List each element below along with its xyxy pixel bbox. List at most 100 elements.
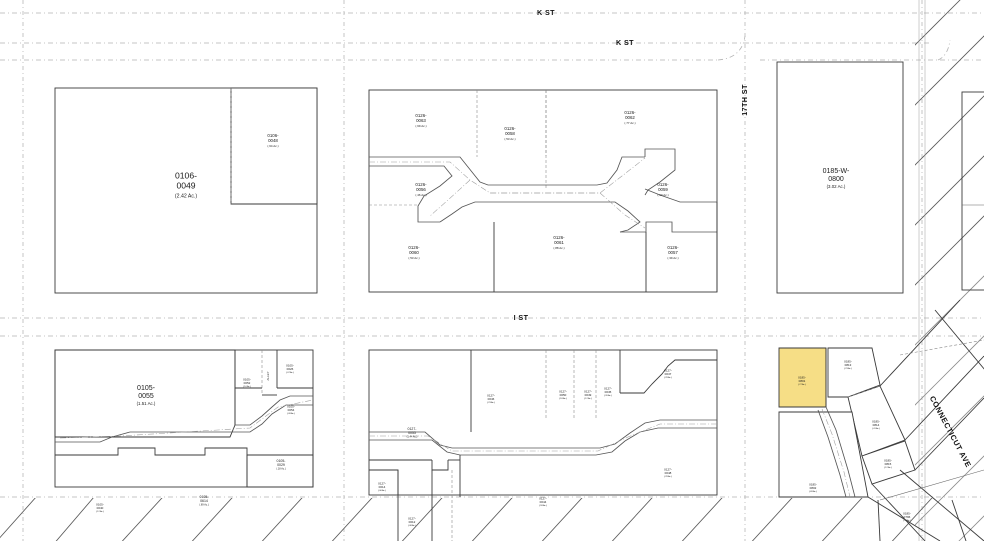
- parcel-0126-0059-acreage: (.60 Ac.): [657, 193, 668, 197]
- parcel-0185-W-0800-pin-line1: 0185-W-: [823, 168, 850, 175]
- parcel-0126-0056-pin-line2: 0056: [416, 187, 426, 192]
- block-0185-0796[interactable]: [872, 499, 967, 541]
- parcel-0127-0049-acreage: (.12 Ac.): [584, 397, 592, 400]
- parcel-0127-0012[interactable]: 0127-0012(.08 Ac.): [408, 516, 416, 527]
- parcel-0126-0059[interactable]: 0126-0059(.60 Ac.): [657, 182, 669, 197]
- parcel-0127-0014-acreage: (.06 Ac.): [378, 489, 386, 492]
- parcel-0105-0614[interactable]: 0105-0614(.69 Ac.): [199, 495, 209, 507]
- parcel-0127-0014[interactable]: 0127-0014(.06 Ac.): [378, 481, 386, 492]
- parcel-0185-0815-pin-line2: 0815: [885, 462, 892, 466]
- parcel-0185-0813-acreage: (.23 Ac.): [844, 367, 852, 370]
- alley-label-alley-lower-left: ALLEY: [266, 371, 270, 380]
- parcel-0105-0054-pin-line1: 0105-: [287, 404, 295, 408]
- parcel-0105-0026-acreage: (.07 Ac.): [286, 371, 294, 374]
- parcel-0106-0048[interactable]: 0106-0048(.64 Ac.): [267, 133, 279, 148]
- parcel-0105-0052[interactable]: 0105-0052(.10 Ac.): [243, 377, 251, 388]
- parcel-0127-0053-pin-line1: 0127-: [408, 427, 418, 431]
- parcel-0126-0061-pin-line2: 0061: [554, 240, 564, 245]
- parcel-0185-0814[interactable]: 0185-0814(.41 Ac.): [872, 419, 880, 430]
- parcel-0105-0029-pin-line1: 0105-: [277, 459, 287, 463]
- parcel-0126-0058[interactable]: 0126-0058(.53 Ac.): [504, 126, 516, 141]
- parcel-label-group[interactable]: 0106-0049(2.42 Ac.) 0106-0048(.64 Ac.) 012…: [96, 110, 911, 527]
- parcel-0126-0063-pin-line2: 0063: [416, 118, 426, 123]
- parcel-0127-0053[interactable]: 0127-0053(1.44 Ac.): [407, 427, 418, 439]
- parcel-0126-0061-acreage: (.88 Ac.): [553, 246, 564, 250]
- parcel-0105-0026[interactable]: 0105-0026(.07 Ac.): [286, 363, 294, 374]
- parcel-0106-0048-pin-line1: 0106-: [267, 133, 279, 138]
- parcel-0127-0045[interactable]: 0127-0045(.26 Ac.): [604, 386, 612, 397]
- parcel-0127-0053-pin-line2: 0053: [408, 431, 416, 435]
- street-label-i-st: I ST: [514, 313, 529, 322]
- parcel-0185-0815[interactable]: 0185-0815(.12 Ac.): [884, 458, 892, 469]
- parcel-0105-0052-pin-line1: 0105-: [243, 377, 251, 381]
- parcel-0126-0060[interactable]: 0126-0060(.53 Ac.): [408, 245, 420, 260]
- block-0185-lower[interactable]: [778, 299, 984, 541]
- block-0106[interactable]: [54, 87, 318, 294]
- parcel-0126-0062-pin-line2: 0062: [625, 115, 635, 120]
- parcel-0105-0054-pin-line2: 0054: [288, 408, 295, 412]
- parcel-0126-0057-acreage: (.39 Ac.): [667, 256, 678, 260]
- parcel-0127-0046-pin-line1: 0127-: [487, 393, 495, 397]
- parcel-0106-0049[interactable]: 0106-0049(2.42 Ac.): [175, 170, 197, 199]
- parcel-0126-0060-acreage: (.53 Ac.): [408, 256, 419, 260]
- parcel-0126-0063-pin-line1: 0126-: [415, 113, 427, 118]
- parcel-0126-0063[interactable]: 0126-0063(.69 Ac.): [415, 113, 427, 128]
- parcel-0105-0026-pin-line1: 0105-: [286, 363, 294, 367]
- parcel-0185-0814-pin-line2: 0814: [873, 423, 880, 427]
- parcel-0105-0055-pin-line2: 0055: [138, 393, 154, 400]
- parcel-0127-0012-pin-line1: 0127-: [408, 516, 416, 520]
- parcel-0127-0048[interactable]: 0127-0048(.29 Ac.): [664, 467, 672, 478]
- parcel-0105-0029[interactable]: 0105-0029(.18 Ac.): [276, 459, 286, 471]
- block-0126[interactable]: [368, 89, 718, 293]
- parcel-0127-0045-pin-line1: 0127-: [604, 386, 612, 390]
- parcel-0127-0044-pin-line2: 0044: [540, 500, 547, 504]
- parcel-0126-0056[interactable]: 0126-0056(.46 Ac.): [415, 182, 427, 197]
- parcel-0127-0047-acreage: (.29 Ac.): [664, 376, 672, 379]
- parcel-0105-0040[interactable]: 0105-0040(.12 Ac.): [96, 502, 104, 513]
- parcel-0185-0801-highlighted-pin-line2: 0801: [799, 379, 806, 383]
- parcel-0127-0049[interactable]: 0127-0049(.12 Ac.): [584, 389, 592, 400]
- parcel-0185-0802-pin-line2: 0802: [810, 486, 817, 490]
- parcel-0185-0796[interactable]: 0185-0796(.28 Ac.): [903, 511, 911, 522]
- parcel-0185-W-0800[interactable]: 0185-W-0800(3.02 Ac.): [823, 168, 850, 189]
- bottom-edge-hatch: [0, 498, 933, 541]
- parcel-0127-0048-pin-line1: 0127-: [664, 467, 672, 471]
- parcel-0126-0056-pin-line1: 0126-: [415, 182, 427, 187]
- parcel-0105-0054[interactable]: 0105-0054(.09 Ac.): [287, 404, 295, 415]
- parcel-0105-0052-pin-line2: 0052: [244, 381, 251, 385]
- parcel-0126-0062[interactable]: 0126-0062(.77 Ac.): [624, 110, 636, 125]
- parcel-0127-0047-pin-line1: 0127-: [664, 368, 672, 372]
- block-0105[interactable]: [54, 349, 314, 488]
- parcel-0105-0029-acreage: (.18 Ac.): [276, 468, 285, 471]
- parcel-0185-0801-highlighted[interactable]: 0185-0801(.27 Ac.): [798, 375, 806, 386]
- parcel-0105-0040-pin-line2: 0040: [97, 506, 104, 510]
- parcel-0126-0059-pin-line1: 0126-: [657, 182, 669, 187]
- block-0185-w-0800[interactable]: [776, 61, 904, 294]
- parcel-0127-0014-pin-line2: 0014: [379, 485, 386, 489]
- parcel-0127-0050-pin-line1: 0127-: [559, 389, 567, 393]
- parcel-0185-0813[interactable]: 0185-0813(.23 Ac.): [844, 359, 852, 370]
- parcel-0127-0044-pin-line1: 0127-: [539, 496, 547, 500]
- parcel-0185-0802[interactable]: 0185-0802(.69 Ac.): [809, 482, 817, 493]
- parcel-0126-0063-acreage: (.69 Ac.): [415, 124, 426, 128]
- parcel-0105-0054-acreage: (.09 Ac.): [287, 412, 295, 415]
- parcel-0126-0061[interactable]: 0126-0061(.88 Ac.): [553, 235, 565, 250]
- parcel-0105-0055-pin-line1: 0105-: [137, 385, 156, 392]
- parcel-0126-0057-pin-line2: 0057: [668, 250, 678, 255]
- parcel-0126-0060-pin-line1: 0126-: [408, 245, 420, 250]
- parcel-0127-0012-pin-line2: 0012: [409, 520, 416, 524]
- parcel-0106-0049-acreage: (2.42 Ac.): [175, 193, 197, 199]
- parcel-0127-0047[interactable]: 0127-0047(.29 Ac.): [664, 368, 672, 379]
- block-0127[interactable]: [368, 349, 718, 541]
- parcel-0127-0046[interactable]: 0127-0046(.23 Ac.): [487, 393, 495, 404]
- parcel-0185-0815-acreage: (.12 Ac.): [884, 466, 892, 469]
- parcel-0105-0055[interactable]: 0105-0055(1.51 Ac.): [137, 385, 156, 406]
- parcel-0127-0044[interactable]: 0127-0044(.59 Ac.): [539, 496, 547, 507]
- parcel-0126-0057[interactable]: 0126-0057(.39 Ac.): [667, 245, 679, 260]
- parcel-0127-0045-acreage: (.26 Ac.): [604, 394, 612, 397]
- parcel-0185-W-0800-acreage: (3.02 Ac.): [827, 184, 846, 189]
- parcel-0127-0050[interactable]: 0127-0050(.18 Ac.): [559, 389, 567, 400]
